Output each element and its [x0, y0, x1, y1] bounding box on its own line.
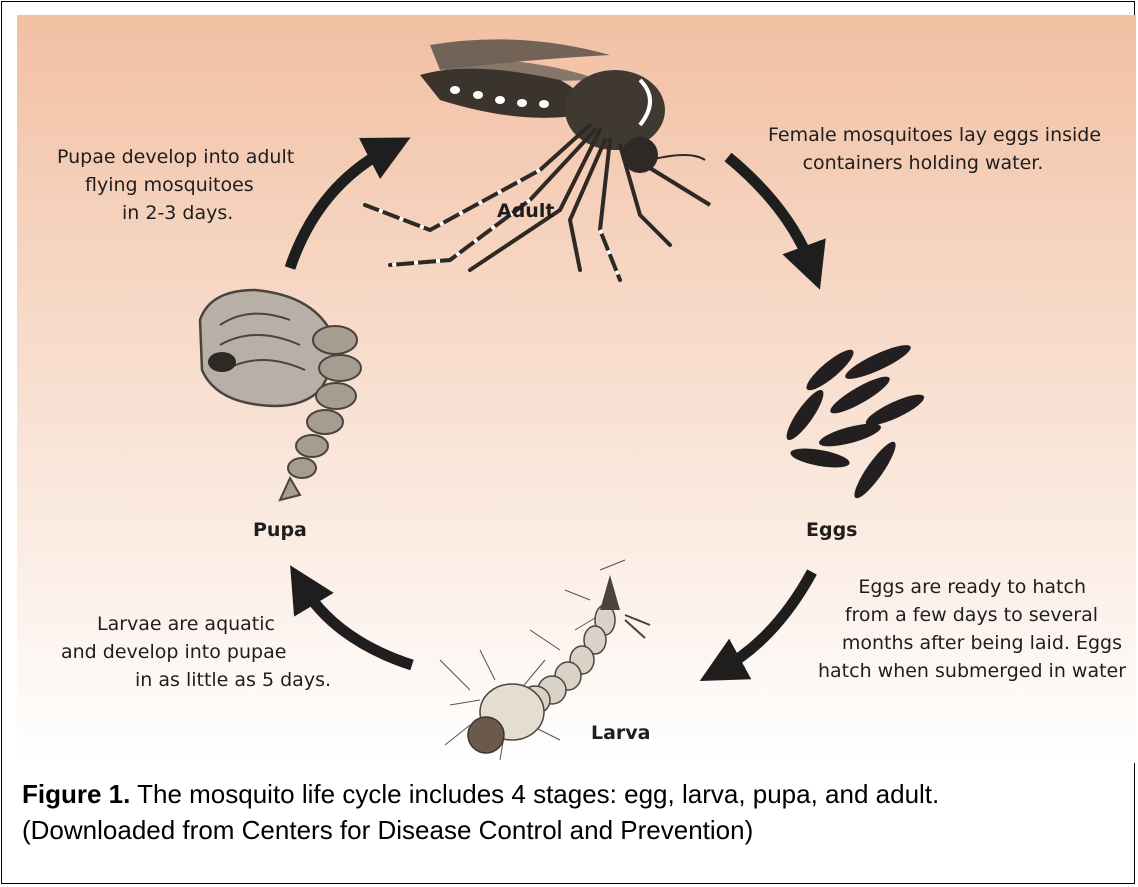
stage-label-pupa: Pupa — [253, 519, 307, 541]
description-adult-to-eggs: Female mosquitoes lay eggs inside contai… — [768, 121, 1068, 177]
description-line: in as little as 5 days. — [135, 666, 331, 694]
description-eggs-to-larva: Eggs are ready to hatch from a few days … — [818, 573, 1122, 685]
description-line: Eggs are ready to hatch — [818, 573, 1086, 601]
description-line: in 2-3 days. — [122, 199, 294, 227]
eggs-image — [781, 340, 927, 503]
stage-label-eggs: Eggs — [806, 519, 858, 541]
description-line: Female mosquitoes lay eggs inside — [768, 121, 1068, 149]
caption-text: The mosquito life cycle includes 4 stage… — [130, 779, 939, 809]
description-larva-to-pupa: Larvae are aquatic and develop into pupa… — [61, 610, 331, 694]
description-line: Pupae develop into adult — [57, 143, 294, 171]
caption-source: (Downloaded from Centers for Disease Con… — [22, 812, 1132, 848]
stage-label-adult: Adult — [497, 200, 554, 222]
description-pupa-to-adult: Pupae develop into adult flying mosquito… — [57, 143, 294, 227]
description-line: Larvae are aquatic — [97, 610, 331, 638]
description-line: from a few days to several — [818, 601, 1098, 629]
description-line: hatch when submerged in water — [818, 657, 1122, 685]
description-line: containers holding water. — [778, 149, 1068, 177]
caption-line: Figure 1. The mosquito life cycle includ… — [22, 776, 1132, 812]
stage-label-larva: Larva — [591, 722, 651, 744]
caption-label: Figure 1. — [22, 779, 130, 809]
description-line: months after being laid. Eggs — [818, 629, 1122, 657]
arrow-eggs-to-larva — [720, 572, 812, 670]
adult-mosquito-image — [365, 39, 710, 280]
description-line: and develop into pupae — [61, 638, 331, 666]
pupa-image — [200, 290, 361, 500]
figure-caption: Figure 1. The mosquito life cycle includ… — [22, 776, 1132, 848]
description-line: flying mosquitoes — [85, 171, 294, 199]
